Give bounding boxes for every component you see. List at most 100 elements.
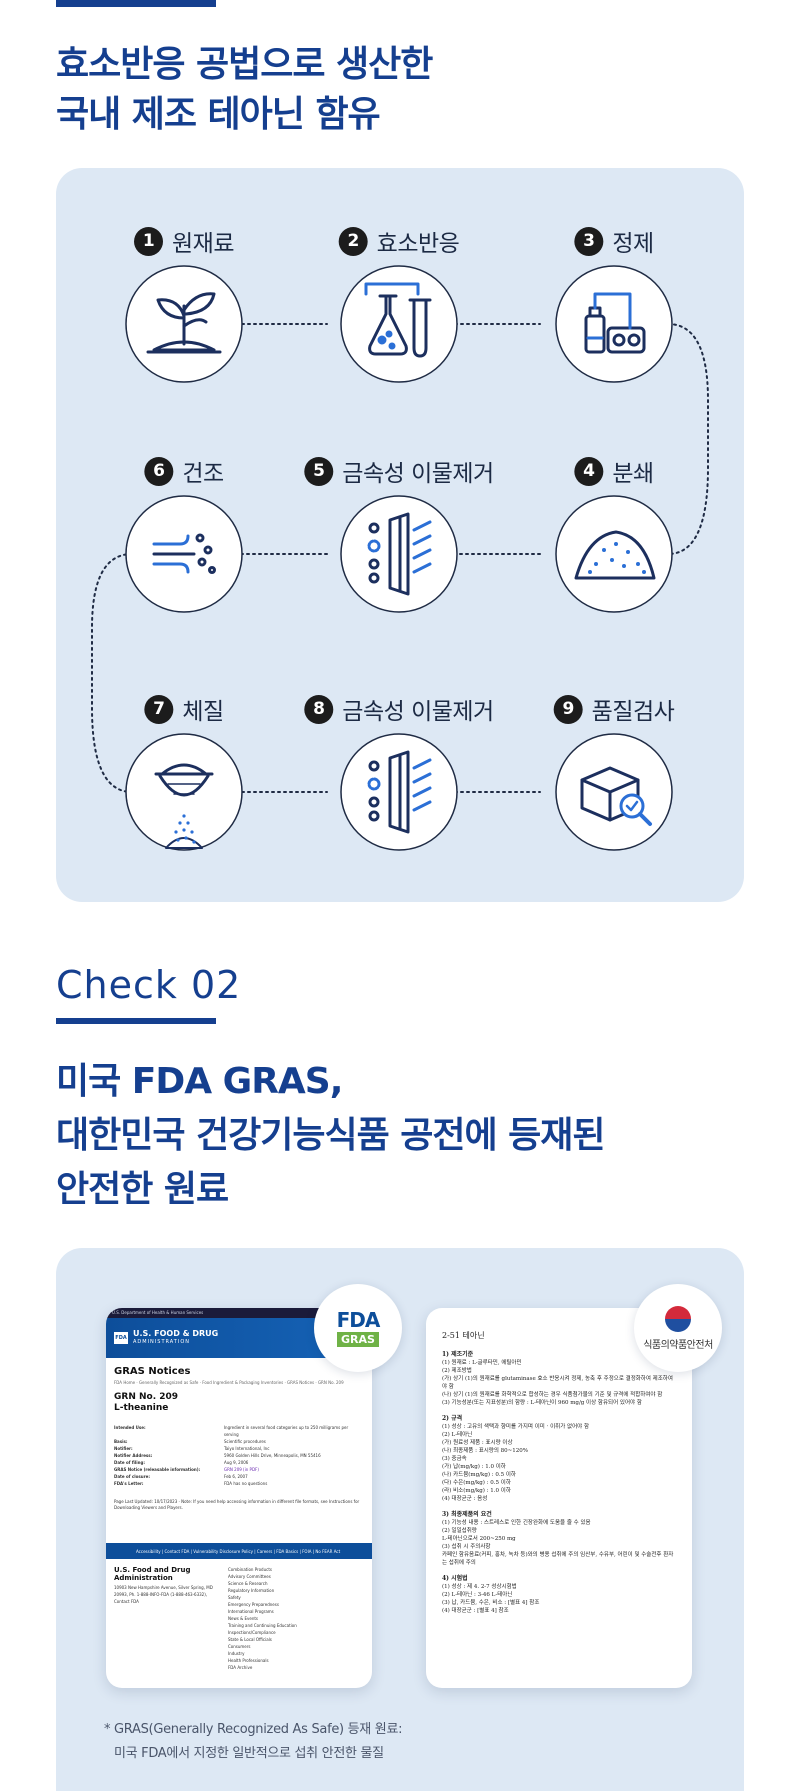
step-text-4: 분쇄 [612, 461, 654, 487]
kr-doc-line: (1) 성상 : 고유의 색택과 향미를 가지며 이미 · 이취가 없어야 함 [442, 1424, 590, 1430]
fda-info-row: Date of closure:Feb 6, 2007 [114, 1474, 248, 1479]
kr-doc-line: 카페인 함유음료(커피, 홍차, 녹차 등)와의 병용 섭취에 주의 임산부, … [442, 1552, 674, 1566]
fda-info-row: Notifier Address:5960 Golden Hills Drive… [114, 1453, 321, 1458]
fda-footer-links: Combination Products Advisory Committees… [228, 1567, 297, 1670]
step-label-7: 7 체질 [144, 692, 224, 726]
step-circle-4 [555, 495, 673, 613]
mfds-logo: 식품의약품안전처 [634, 1284, 722, 1372]
step-label-3: 3 정제 [574, 224, 654, 258]
process-heading-line1: 효소반응 공법으로 생산한 [56, 44, 433, 85]
kr-functional-food-document: 2-51 테아닌 1) 제조기준 (1) 원재료 : L-글루타민, 에틸아민 (2… [426, 1308, 692, 1688]
fda-breadcrumb: FDA Home · Generally Recognized as Safe … [114, 1380, 344, 1385]
fda-footer-bar: Accessibility | Contact FDA | Vulnerabil… [106, 1543, 372, 1559]
certification-heading: 미국 FDA GRAS, 대한민국 건강기능식품 공전에 등재된 안전한 원료 [56, 1055, 606, 1217]
fda-logo-text: FDA [336, 1307, 381, 1332]
step-number-4: 4 [574, 456, 604, 486]
gras-footnote: * GRAS(Generally Recognized As Safe) 등재 … [104, 1718, 403, 1766]
step-number-9: 9 [553, 694, 583, 724]
fda-body: GRAS Notices FDA Home · Generally Recogn… [106, 1358, 372, 1519]
wind-dry-icon [152, 533, 216, 574]
kr-doc-line: (3) 중금속 [442, 1456, 467, 1462]
kr-doc-line: (3) 기능성분(또는 지표성분)의 함량 : L-테아닌이 960 mg/g … [442, 1400, 642, 1406]
fda-info-row: Date of filing:Aug 9, 2006 [114, 1460, 249, 1465]
step-text-8: 금속성 이물제거 [342, 699, 494, 725]
lab-flask-icon [364, 282, 432, 358]
kr-doc-lines: 1) 제조기준 (1) 원재료 : L-글루타민, 에틸아민 (2) 제조방법 (가)… [442, 1351, 676, 1615]
powder-pile-icon [574, 530, 656, 580]
fda-substance: L-theanine [114, 1403, 169, 1413]
certification-heading-line3: 안전한 원료 [56, 1169, 229, 1210]
step-text-2: 효소반응 [376, 231, 460, 257]
kr-doc-section: 1) 제조기준 [442, 1351, 474, 1358]
footnote-line2: 미국 FDA에서 지정한 일반적으로 섭취 안전한 물질 [114, 1746, 384, 1761]
step-number-8: 8 [304, 694, 334, 724]
purification-machine-icon [584, 292, 646, 354]
kr-doc-line: (2) 제조방법 [442, 1368, 472, 1374]
metal-filter-icon [367, 750, 432, 834]
certification-heading-line1: 미국 FDA GRAS, [56, 1061, 343, 1102]
fda-doc-title: GRAS Notices [114, 1366, 191, 1377]
check-title: Check 02 [56, 963, 242, 1007]
mfds-logo-text: 식품의약품안전처 [643, 1339, 713, 1351]
kr-doc-section: 4) 시험법 [442, 1575, 468, 1582]
certification-heading-line2: 대한민국 건강기능식품 공전에 등재된 [56, 1115, 606, 1156]
fda-footer-contact: U.S. Food and Drug Administration 10903 … [114, 1566, 214, 1671]
step-text-1: 원재료 [172, 231, 234, 257]
fda-org: U.S. FOOD & DRUG [133, 1329, 219, 1338]
box-inspection-icon [580, 766, 652, 826]
fda-info-row: Basis:Scientific procedures [114, 1439, 266, 1444]
step-number-7: 7 [144, 694, 174, 724]
taegeuk-emblem-icon [665, 1305, 691, 1332]
kr-doc-line: (나) 카드뮴(mg/kg) : 0.5 이하 [442, 1472, 516, 1478]
kr-doc-line: (1) 원재료 : L-글루타민, 에틸아민 [442, 1360, 522, 1366]
step-number-1: 1 [134, 226, 164, 256]
plant-sprout-icon [146, 292, 222, 354]
process-heading-line2: 국내 제조 테아닌 함유 [56, 94, 381, 135]
step-text-6: 건조 [182, 461, 224, 487]
fda-gras-document: U.S. Department of Health & Human Servic… [106, 1308, 372, 1688]
step-text-3: 정제 [612, 231, 654, 257]
step-label-9: 9 품질검사 [553, 692, 675, 726]
kr-doc-line: (라) 비소(mg/kg) : 1.0 이하 [442, 1488, 511, 1494]
kr-doc-line: (4) 대장균군 : 음성 [442, 1496, 488, 1502]
kr-doc-line: (3) 섭취 시 주의사항 [442, 1544, 491, 1550]
kr-doc-line: (가) 원료성 제품 : 표시량 이상 [442, 1440, 513, 1446]
footnote-line1: * GRAS(Generally Recognized As Safe) 등재 … [104, 1722, 403, 1737]
kr-doc-line: L-테아닌으로서 200~250 mg [442, 1536, 516, 1542]
fda-footer: U.S. Food and Drug Administration 10903 … [114, 1566, 364, 1671]
kr-doc-line: (가) 상기 (1)의 원재료를 glutaminase 효소 반응시켜 정제,… [442, 1376, 673, 1390]
metal-filter-icon [367, 512, 432, 596]
kr-doc-line: (가) 납(mg/kg) : 1.0 이하 [442, 1464, 506, 1470]
kr-doc-body: 2-51 테아닌 1) 제조기준 (1) 원재료 : L-글루타민, 에틸아민 (2… [426, 1308, 692, 1637]
kr-doc-line: (다) 수은(mg/kg) : 0.5 이하 [442, 1480, 511, 1486]
fda-gras-logo: FDA GRAS [314, 1284, 402, 1372]
step-text-7: 체질 [182, 699, 224, 725]
fda-info-row: Intended Use:Ingredient in several food … [114, 1425, 349, 1437]
fda-info-row: GRAS Notice (releasable information):GRN… [114, 1467, 259, 1472]
kr-doc-section: 2) 규격 [442, 1415, 463, 1422]
kr-doc-line: (나) 상기 (1)의 원재료를 화학적으로 합성하는 경우 식품첨가물의 기준… [442, 1392, 663, 1398]
step-text-5: 금속성 이물제거 [342, 461, 494, 487]
fda-info-table: Intended Use:Ingredient in several food … [114, 1424, 364, 1487]
kr-doc-line: (1) 성상 : 제 4. 2-7 성상시험법 [442, 1584, 517, 1590]
step-label-2: 2 효소반응 [338, 224, 460, 258]
kr-doc-line: (2) 일일섭취량 [442, 1528, 477, 1534]
kr-doc-line: (1) 기능성 내용 : 스트레스로 인한 긴장완화에 도움을 줄 수 있음 [442, 1520, 591, 1526]
certification-panel: U.S. Department of Health & Human Servic… [56, 1248, 744, 1791]
step-number-5: 5 [304, 456, 334, 486]
kr-doc-line: (2) L-테아닌 : 3-46 L-테아닌 [442, 1592, 513, 1598]
step-label-1: 1 원재료 [134, 224, 234, 258]
process-flow-diagram [91, 265, 709, 851]
gras-logo-text: GRAS [337, 1331, 379, 1347]
fda-info-row: Notifier:Taiyo International, Inc [114, 1446, 270, 1451]
fda-org-sub: ADMINISTRATION [133, 1339, 191, 1345]
sieve-icon [154, 763, 214, 849]
kr-doc-title: 2-51 테아닌 [442, 1331, 485, 1340]
check-underline [56, 1018, 216, 1024]
step-number-2: 2 [338, 226, 368, 256]
top-accent-bar [56, 0, 216, 7]
fda-grn-number: GRN No. 209 [114, 1392, 179, 1402]
fda-note: Page Last Updated: 10/17/2023 · Note: If… [114, 1499, 360, 1510]
fda-org-name: U.S. FOOD & DRUG ADMINISTRATION [133, 1329, 218, 1347]
step-circle-9 [555, 733, 673, 851]
